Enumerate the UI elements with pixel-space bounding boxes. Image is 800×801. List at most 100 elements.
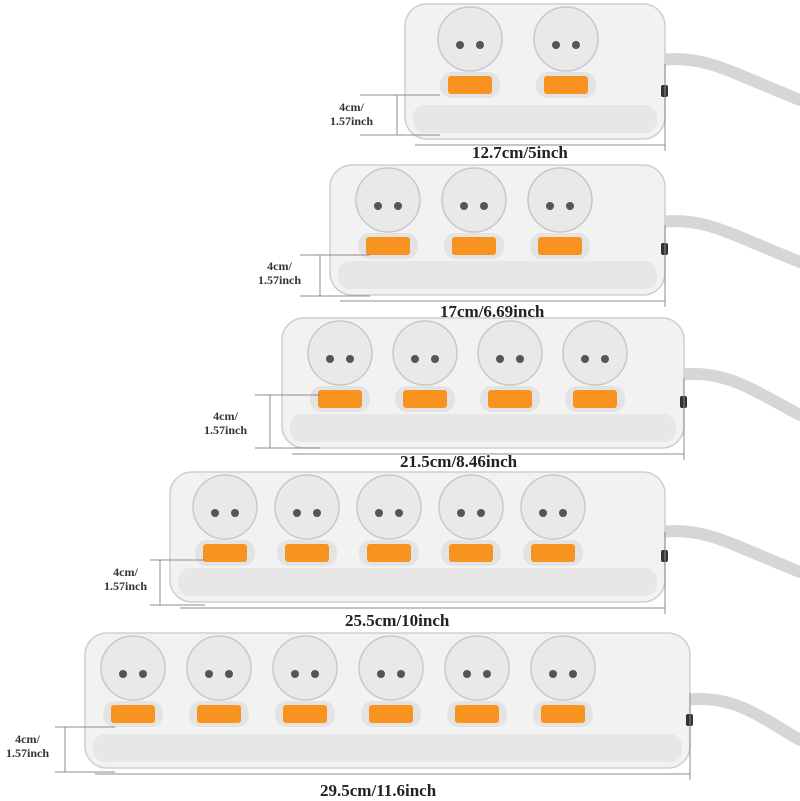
height-inch: 1.57inch — [204, 423, 248, 437]
rocker-switch — [285, 544, 329, 562]
socket-pin-hole — [374, 202, 382, 210]
power-cable — [653, 215, 800, 268]
rocker-switch — [367, 544, 411, 562]
socket-pin-hole — [411, 355, 419, 363]
socket-pin-hole — [346, 355, 354, 363]
socket — [437, 6, 503, 72]
power-strip-4-socket — [255, 317, 800, 460]
rocker-switch — [452, 237, 496, 255]
power-cable — [678, 693, 800, 746]
height-inch: 1.57inch — [330, 114, 374, 128]
rocker-switch — [403, 390, 447, 408]
rocker-switch — [538, 237, 582, 255]
socket-pin-hole — [231, 509, 239, 517]
socket — [358, 635, 424, 701]
socket-pin-hole — [394, 202, 402, 210]
socket-pin-hole — [559, 509, 567, 517]
socket-pin-hole — [457, 509, 465, 517]
width-label-2-socket: 12.7cm/5inch — [472, 143, 568, 162]
socket-pin-hole — [377, 670, 385, 678]
socket-pin-hole — [139, 670, 147, 678]
socket — [100, 635, 166, 701]
height-inch: 1.57inch — [6, 746, 50, 760]
strip-base — [338, 261, 657, 289]
power-strip-6-socket — [55, 632, 800, 780]
height-label-6-socket: 4cm/ 1.57inch — [6, 732, 49, 760]
socket — [392, 320, 458, 386]
height-label-4-socket: 4cm/ 1.57inch — [204, 409, 247, 437]
height-cm: 4cm/ — [213, 409, 238, 423]
height-cm: 4cm/ — [15, 732, 40, 746]
rocker-switch — [318, 390, 362, 408]
rocker-switch — [455, 705, 499, 723]
socket-pin-hole — [476, 41, 484, 49]
strip-base — [413, 105, 657, 133]
socket-pin-hole — [375, 509, 383, 517]
socket-pin-hole — [516, 355, 524, 363]
rocker-switch — [541, 705, 585, 723]
socket — [562, 320, 628, 386]
socket-pin-hole — [211, 509, 219, 517]
socket-pin-hole — [291, 670, 299, 678]
socket — [530, 635, 596, 701]
rocker-switch — [448, 76, 492, 94]
socket-pin-hole — [293, 509, 301, 517]
socket-pin-hole — [572, 41, 580, 49]
height-cm: 4cm/ — [267, 259, 292, 273]
width-label-5-socket: 25.5cm/10inch — [345, 611, 450, 630]
strip-base — [290, 414, 676, 442]
socket — [533, 6, 599, 72]
socket-pin-hole — [581, 355, 589, 363]
socket — [477, 320, 543, 386]
socket — [438, 474, 504, 540]
power-cable — [672, 368, 800, 421]
socket — [441, 167, 507, 233]
socket-pin-hole — [431, 355, 439, 363]
rocker-switch — [283, 705, 327, 723]
rocker-switch — [544, 76, 588, 94]
rocker-switch — [573, 390, 617, 408]
width-label-3-socket: 17cm/6.69inch — [440, 302, 545, 321]
rocker-switch — [203, 544, 247, 562]
power-cable — [653, 525, 800, 578]
socket-pin-hole — [456, 41, 464, 49]
rocker-switch — [531, 544, 575, 562]
strip-base — [178, 568, 657, 596]
socket-pin-hole — [463, 670, 471, 678]
power-strip-2-socket — [360, 3, 800, 151]
socket-pin-hole — [569, 670, 577, 678]
socket — [274, 474, 340, 540]
rocker-switch — [197, 705, 241, 723]
height-cm: 4cm/ — [339, 100, 364, 114]
strip-base — [93, 734, 682, 762]
rocker-switch — [449, 544, 493, 562]
socket-pin-hole — [539, 509, 547, 517]
socket-pin-hole — [546, 202, 554, 210]
socket-pin-hole — [225, 670, 233, 678]
socket — [356, 474, 422, 540]
power-cable — [653, 53, 800, 106]
rocker-switch — [111, 705, 155, 723]
socket-pin-hole — [460, 202, 468, 210]
height-label-2-socket: 4cm/ 1.57inch — [330, 100, 373, 128]
rocker-switch — [488, 390, 532, 408]
socket — [520, 474, 586, 540]
socket-pin-hole — [395, 509, 403, 517]
socket-pin-hole — [397, 670, 405, 678]
socket-pin-hole — [566, 202, 574, 210]
height-label-3-socket: 4cm/ 1.57inch — [258, 259, 301, 287]
socket — [355, 167, 421, 233]
socket — [272, 635, 338, 701]
rocker-switch — [369, 705, 413, 723]
height-cm: 4cm/ — [113, 565, 138, 579]
socket-pin-hole — [205, 670, 213, 678]
socket — [527, 167, 593, 233]
width-label-6-socket: 29.5cm/11.6inch — [320, 781, 437, 800]
socket-pin-hole — [483, 670, 491, 678]
socket-pin-hole — [496, 355, 504, 363]
height-inch: 1.57inch — [258, 273, 302, 287]
socket-pin-hole — [119, 670, 127, 678]
socket-pin-hole — [326, 355, 334, 363]
